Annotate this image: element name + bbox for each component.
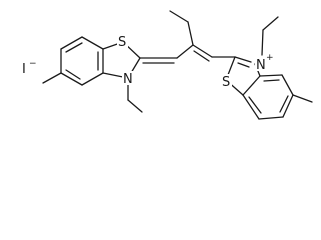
central-ethyl-bond-2 [169,10,189,23]
left-ethyl-bond-2 [127,99,143,113]
methine-bridge [139,44,236,64]
right-sulfur-label: S [222,75,230,90]
left-benzene-ring [60,36,104,86]
right-methyl-bond [292,94,313,103]
iodide-symbol: I [22,62,26,77]
right-benzene-ring [242,74,294,120]
central-ethyl-bond-1 [187,21,194,46]
left-nitrogen-label: N [123,72,133,87]
right-nitrogen-label: N [256,58,266,73]
left-sulfur-label: S [118,35,126,50]
left-methyl-bond [42,72,62,84]
right-nitrogen-charge: + [266,53,274,63]
right-ethyl-bond-1 [261,29,264,56]
structure-canvas: I − S N S N + [22,10,313,120]
iodide-charge: − [29,59,37,69]
right-ethyl-bond-2 [262,16,279,31]
molecule-structure: I − S N S N + [22,10,313,120]
